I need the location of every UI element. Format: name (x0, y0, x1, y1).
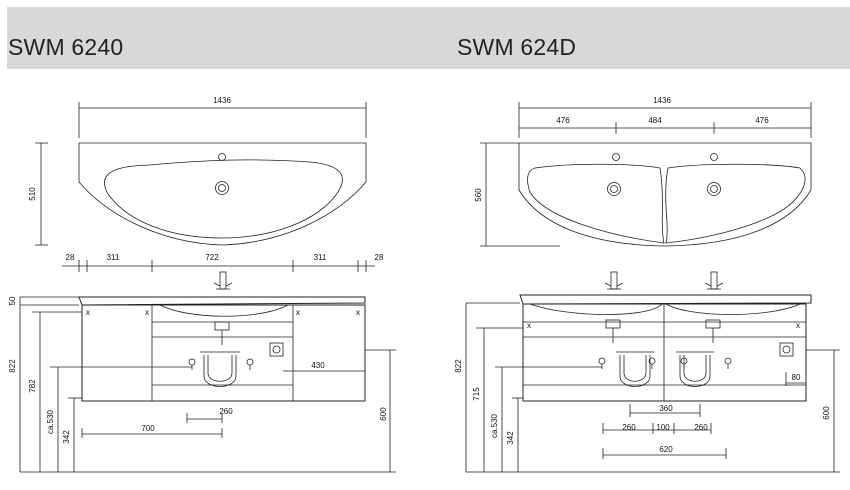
left-drain-offset: 700 (141, 424, 155, 433)
right-siphon-gap: 100 (656, 423, 670, 432)
left-side-distance: 430 (311, 361, 325, 370)
right-drain-span: 620 (659, 445, 673, 454)
left-basin-outline (78, 142, 367, 246)
right-siphon-right: 260 (694, 423, 708, 432)
right-side-distance: 80 (792, 373, 801, 382)
left-vertical-dims: 50 822 782 ca.530 342 600 430 260 700 (8, 296, 396, 473)
faucet-icon (213, 271, 233, 290)
right-seg-right: 476 (755, 116, 769, 125)
siphon-icon (188, 321, 254, 387)
right-cabinet (522, 303, 807, 402)
faucet-icon (704, 271, 724, 290)
svg-text:x: x (86, 308, 90, 317)
left-top-view: 1436 510 (28, 96, 367, 246)
right-outlet-height: ca.530 (490, 413, 499, 438)
left-bowl-outline (104, 159, 343, 239)
left-center-width: 722 (205, 253, 219, 262)
svg-text:x: x (145, 308, 149, 317)
right-basin-outline (518, 142, 812, 247)
right-total-height: 822 (454, 359, 463, 373)
siphon-icon (598, 319, 656, 387)
left-offset-side-2: 311 (314, 253, 327, 262)
left-cabinet (81, 304, 366, 402)
model-title-right: SWM 624D (457, 34, 577, 60)
faucet-icon (604, 271, 624, 290)
left-outlet-height: ca.530 (46, 409, 55, 434)
right-cabinet-height: 715 (472, 387, 481, 401)
left-segment-dims: 28 311 722 311 28 (62, 253, 384, 272)
left-offset-outer-1: 28 (66, 253, 75, 262)
left-offset-side-1: 311 (107, 253, 120, 262)
model-title-left: SWM 6240 (8, 34, 124, 60)
right-siphon-left: 260 (622, 423, 636, 432)
right-tap-hole-1 (612, 153, 620, 161)
svg-text:x: x (296, 308, 300, 317)
power-socket-icon (779, 342, 794, 357)
siphon-icon (676, 319, 732, 387)
right-tap-hole-2 (710, 153, 718, 161)
left-tap-hole (218, 153, 226, 161)
left-top-depth: 510 (28, 187, 37, 201)
left-offset-outer-2: 28 (375, 253, 384, 262)
left-drain (215, 181, 229, 195)
svg-text:x: x (527, 321, 531, 330)
title-banner (7, 7, 850, 69)
left-cabinet-floor: 600 (379, 407, 388, 421)
left-top-thickness: 50 (8, 296, 17, 305)
right-siphon-span: 360 (659, 404, 673, 413)
left-front-view: x x x x (78, 271, 366, 402)
left-siphon-width: 260 (219, 407, 233, 416)
right-cabinet-floor: 600 (822, 406, 831, 420)
left-total-height: 822 (8, 359, 17, 373)
right-drain-height: 342 (506, 431, 515, 445)
right-top-depth: 560 (474, 188, 483, 202)
right-vertical-dims: 822 715 ca.530 342 600 80 360 260 100 26… (454, 302, 840, 473)
power-socket-icon (269, 342, 284, 357)
right-seg-left: 476 (556, 116, 570, 125)
svg-text:x: x (356, 308, 360, 317)
right-seg-mid: 484 (648, 116, 662, 125)
right-bowl-outline-2 (665, 163, 806, 244)
right-bowl-outline-1 (527, 163, 665, 244)
left-cabinet-height: 782 (28, 379, 37, 393)
left-top-width: 1436 (213, 96, 231, 105)
left-drain-height: 342 (62, 430, 71, 444)
right-front-view: x x (519, 271, 812, 402)
right-top-width: 1436 (653, 96, 671, 105)
right-top-view: 1436 476 484 476 560 (474, 96, 812, 247)
svg-text:x: x (796, 321, 800, 330)
